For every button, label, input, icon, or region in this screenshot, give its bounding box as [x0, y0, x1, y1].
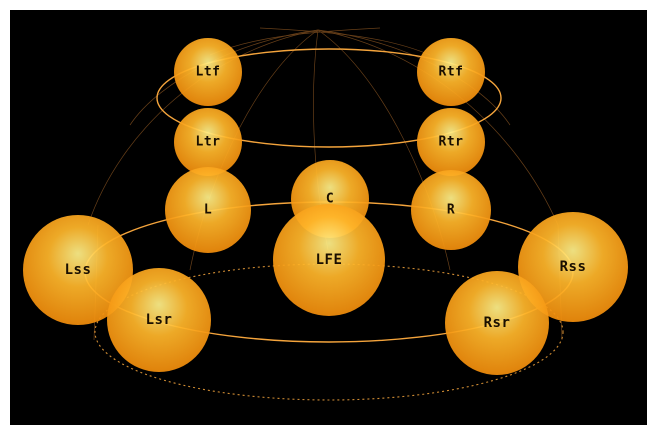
speaker-ball[interactable] — [518, 212, 628, 322]
speaker-ltr[interactable]: Ltr — [174, 108, 242, 176]
speaker-label: Rtf — [439, 65, 464, 80]
speaker-label: Rtr — [439, 135, 464, 150]
speaker-ball[interactable] — [23, 215, 133, 325]
speaker-label: Ltr — [196, 135, 221, 150]
speaker-rsr[interactable]: Rsr — [445, 271, 549, 375]
grid-meridian — [87, 29, 319, 226]
speaker-ltf[interactable]: Ltf — [174, 38, 242, 106]
speaker-label: Lsr — [146, 312, 173, 328]
speaker-lss[interactable]: Lss — [23, 215, 133, 325]
speaker-ball[interactable] — [411, 170, 491, 250]
speaker-label: Rsr — [484, 315, 511, 331]
speaker-label: Ltf — [196, 65, 221, 80]
speaker-label: C — [326, 192, 334, 207]
speaker-l[interactable]: L — [165, 167, 251, 253]
speaker-ball[interactable] — [273, 204, 385, 316]
speaker-rtf[interactable]: Rtf — [417, 38, 485, 106]
top-layer-ring — [156, 48, 502, 148]
speaker-label: Rss — [560, 259, 587, 275]
speaker-ball[interactable] — [165, 167, 251, 253]
speaker-ball[interactable] — [174, 38, 242, 106]
speaker-lsr[interactable]: Lsr — [107, 268, 211, 372]
speaker-ball[interactable] — [174, 108, 242, 176]
speaker-ball[interactable] — [445, 271, 549, 375]
speaker-ball[interactable] — [107, 268, 211, 372]
speaker-lfe[interactable]: LFE — [273, 204, 385, 316]
speaker-r[interactable]: R — [411, 170, 491, 250]
speaker-rss[interactable]: Rss — [518, 212, 628, 322]
speaker-label: LFE — [316, 252, 343, 268]
grid-meridian — [259, 27, 431, 56]
speaker-label: Lss — [65, 262, 92, 278]
speaker-ball[interactable] — [417, 108, 485, 176]
speaker-ball[interactable] — [417, 38, 485, 106]
speaker-rtr[interactable]: Rtr — [417, 108, 485, 176]
speaker-label: R — [447, 203, 455, 218]
speaker-label: L — [204, 203, 212, 218]
